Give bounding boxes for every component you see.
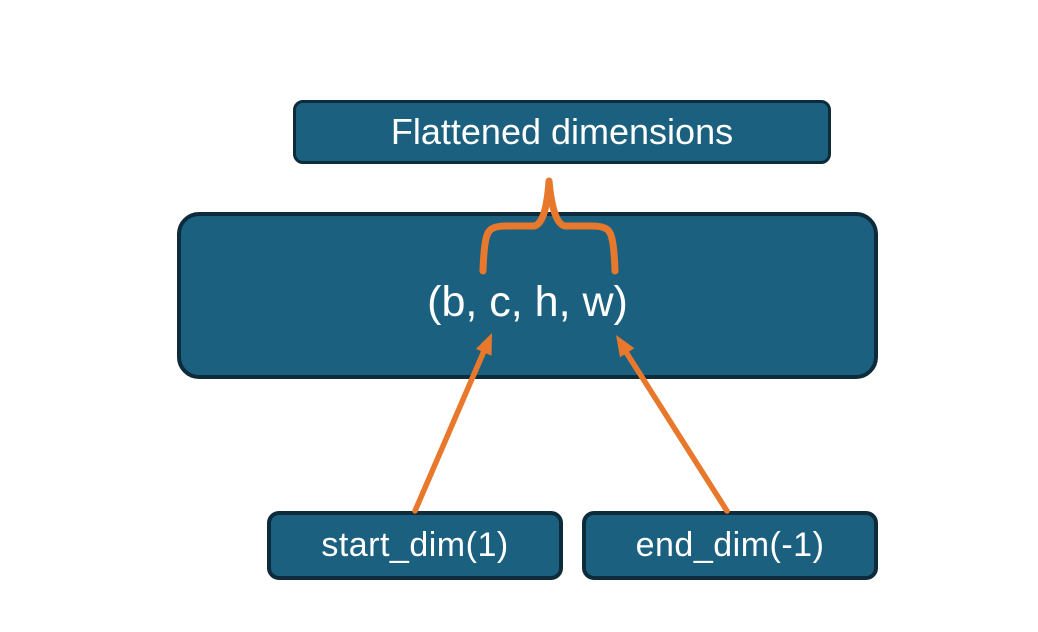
tensor-shape-box: (b, c, h, w) — [177, 212, 878, 379]
start-dim-label: start_dim(1) — [321, 526, 509, 564]
tensor-shape-label: (b, c, h, w) — [427, 278, 628, 326]
flattened-dimensions-label: Flattened dimensions — [390, 111, 734, 152]
end-dim-box: end_dim(-1) — [582, 511, 878, 580]
end-dim-label: end_dim(-1) — [635, 526, 825, 564]
start-dim-box: start_dim(1) — [267, 511, 563, 580]
flattened-dimensions-box: Flattened dimensions — [293, 100, 831, 164]
